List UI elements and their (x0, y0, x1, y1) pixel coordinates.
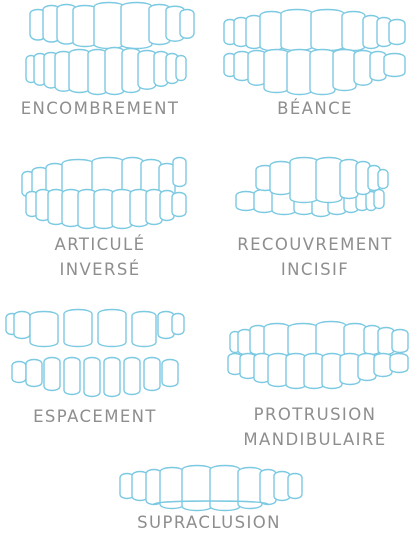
supraclusion-label-line: SUPRACLUSION (100, 510, 318, 535)
supraclusion-label: SUPRACLUSION (100, 510, 318, 535)
recouvrement-incisif-teeth-icon (236, 158, 388, 217)
protrusion-mandibulaire-label-line-1: PROTRUSION (212, 402, 418, 427)
protrusion-mandibulaire-label: PROTRUSION MANDIBULAIRE (212, 402, 418, 452)
encombrement-label-line: ENCOMBREMENT (0, 96, 200, 121)
articule-inverse-label-line-1: ARTICULÉ (0, 232, 200, 257)
protrusion-mandibulaire-teeth-icon (228, 322, 408, 389)
supraclusion-teeth-icon (120, 466, 302, 511)
recouvrement-incisif-label: RECOUVREMENT INCISIF (212, 232, 418, 282)
espacement-label: ESPACEMENT (0, 404, 190, 429)
articule-inverse-teeth-icon (22, 158, 186, 229)
protrusion-mandibulaire-label-line-2: MANDIBULAIRE (212, 427, 418, 452)
encombrement-teeth-icon (26, 3, 194, 95)
articule-inverse-label: ARTICULÉ INVERSÉ (0, 232, 200, 282)
recouvrement-incisif-label-line-1: RECOUVREMENT (212, 232, 418, 257)
recouvrement-incisif-label-line-2: INCISIF (212, 257, 418, 282)
espacement-teeth-icon (6, 310, 184, 397)
articule-inverse-label-line-2: INVERSÉ (0, 257, 200, 282)
encombrement-label: ENCOMBREMENT (0, 96, 200, 121)
beance-label-line: BÉANCE (212, 96, 418, 121)
espacement-label-line: ESPACEMENT (0, 404, 190, 429)
beance-label: BÉANCE (212, 96, 418, 121)
beance-teeth-icon (224, 10, 405, 95)
